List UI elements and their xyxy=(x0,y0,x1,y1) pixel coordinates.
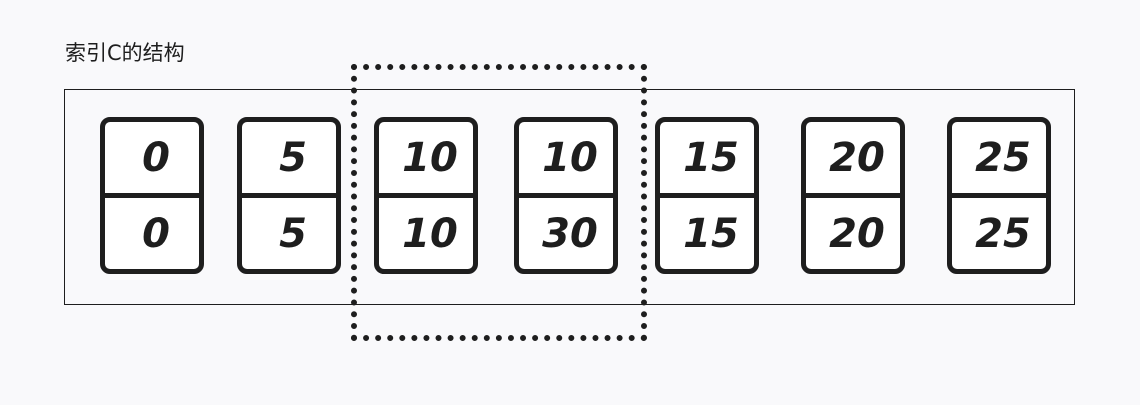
entry-value: 20 xyxy=(829,210,885,257)
index-entry: 0 0 xyxy=(100,117,204,274)
index-entry: 15 15 xyxy=(655,117,759,274)
entry-value: 30 xyxy=(542,210,598,257)
entry-value: 15 xyxy=(683,210,739,257)
diagram-title: 索引C的结构 xyxy=(65,41,185,65)
entry-divider xyxy=(242,193,336,198)
entry-value: 25 xyxy=(975,210,1031,257)
entry-value: 0 xyxy=(142,210,170,257)
entry-divider xyxy=(660,193,754,198)
entry-divider xyxy=(519,193,613,198)
dotted-highlight-box xyxy=(351,64,647,341)
index-entry: 25 25 xyxy=(947,117,1051,274)
entry-divider xyxy=(806,193,900,198)
entry-value: 5 xyxy=(279,210,307,257)
entry-divider xyxy=(952,193,1046,198)
entry-divider xyxy=(105,193,199,198)
index-entry: 5 5 xyxy=(237,117,341,274)
index-entry: 10 10 xyxy=(374,117,478,274)
entry-key: 25 xyxy=(975,134,1031,181)
entry-key: 15 xyxy=(683,134,739,181)
entry-key: 10 xyxy=(542,134,598,181)
entry-value: 10 xyxy=(402,210,458,257)
entry-key: 10 xyxy=(402,134,458,181)
entry-key: 5 xyxy=(279,134,307,181)
entry-key: 20 xyxy=(829,134,885,181)
index-entry: 10 30 xyxy=(514,117,618,274)
entry-key: 0 xyxy=(142,134,170,181)
entry-divider xyxy=(379,193,473,198)
index-entry: 20 20 xyxy=(801,117,905,274)
